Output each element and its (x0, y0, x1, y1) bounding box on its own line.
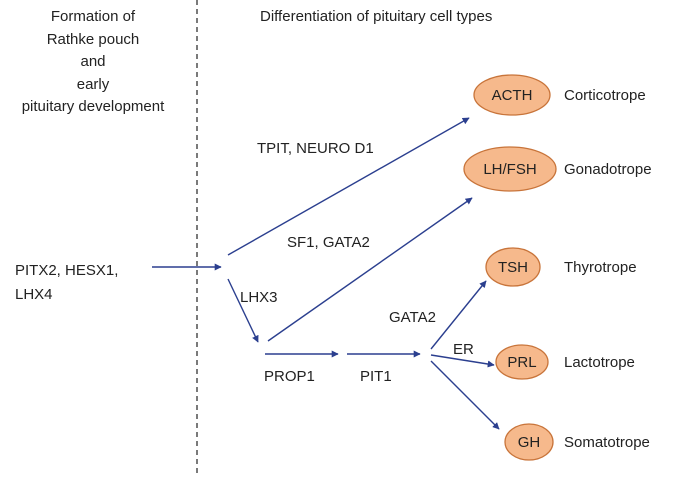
arrow-to-lhfsh (267, 197, 473, 342)
hormone-tsh: TSH (498, 259, 528, 276)
factor-pitx2-hesx1: PITX2, HESX1, (15, 262, 118, 279)
arrow-to-gh (430, 360, 500, 430)
arrow-to-tsh (430, 280, 487, 350)
factor-er: ER (453, 341, 474, 358)
cell-type-lactotrope: Lactotrope (564, 354, 635, 371)
hormone-node-prl: PRL (495, 344, 549, 380)
hormone-acth: ACTH (492, 87, 533, 104)
left-heading: Formation of Rathke pouch and early pitu… (22, 8, 165, 115)
left-heading-line-4: early (77, 76, 110, 93)
factor-lhx3: LHX3 (240, 289, 278, 306)
factor-prop1: PROP1 (264, 368, 315, 385)
hormone-prl: PRL (507, 354, 536, 371)
cell-type-thyrotrope: Thyrotrope (564, 259, 637, 276)
hormone-node-lhfsh: LH/FSH (463, 146, 557, 192)
arrow-to-prl (430, 354, 495, 368)
arrow-lhx3 (227, 278, 259, 343)
left-heading-line-2: Rathke pouch (47, 31, 140, 48)
left-heading-line-1: Formation of (51, 8, 136, 25)
left-heading-line-3: and (80, 53, 105, 70)
hormone-node-gh: GH (504, 423, 554, 461)
hormone-lhfsh: LH/FSH (483, 161, 536, 178)
factor-pit1: PIT1 (360, 368, 392, 385)
factor-lhx4: LHX4 (15, 286, 53, 303)
factor-sf1-gata2: SF1, GATA2 (287, 234, 370, 251)
cell-type-somatotrope: Somatotrope (564, 434, 650, 451)
arrows (152, 117, 500, 430)
arrow-to-acth (227, 117, 470, 256)
hormone-node-acth: ACTH (473, 74, 551, 116)
cell-type-corticotrope: Corticotrope (564, 87, 646, 104)
factor-tpit-neurod1: TPIT, NEURO D1 (257, 140, 374, 157)
hormone-node-tsh: TSH (485, 247, 541, 287)
left-heading-line-5: pituitary development (22, 98, 165, 115)
hormone-gh: GH (518, 434, 541, 451)
factor-gata2: GATA2 (389, 309, 436, 326)
cell-type-gonadotrope: Gonadotrope (564, 161, 652, 178)
right-heading: Differentiation of pituitary cell types (260, 8, 492, 25)
